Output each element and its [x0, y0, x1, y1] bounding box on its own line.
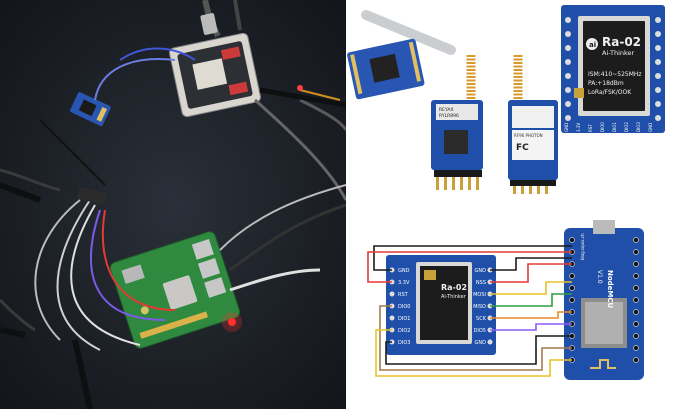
- wiring-pin-r6: GND: [475, 340, 487, 346]
- wiring-pin-r3: MISO: [473, 304, 486, 310]
- wiring-pin-r2: MOSI: [473, 292, 486, 298]
- ra02-pin-l0: GND: [564, 123, 569, 132]
- ra02-pin-l3: DIO0: [600, 122, 605, 132]
- ra02-spec-1: ISM:410~525MHz: [588, 71, 642, 78]
- ra02-pin-l5: DIO2: [624, 122, 629, 132]
- hardware-photo-drawing: [0, 0, 346, 409]
- mcu-site: blog.squix.ch: [580, 233, 585, 260]
- module-b: RF96 PHOTON FC: [508, 55, 558, 194]
- ra02-pin-l4: DIO1: [612, 122, 617, 132]
- wiring-ra02-brand: Ai-Thinker: [441, 294, 467, 300]
- ra02-spec-3: LoRa/FSK/OOK: [588, 89, 632, 96]
- ra02-brand: Ai-Thinker: [602, 49, 635, 57]
- module-a-label2: RYLR896: [439, 113, 459, 119]
- wiring-pin-l5: DIO2: [398, 328, 410, 334]
- mcu-name: NodeMCU: [606, 270, 614, 309]
- module-small-tilted: [347, 38, 425, 100]
- wiring-ra02-title: Ra-02: [441, 283, 467, 292]
- module-panel-drawing: REYAX RYLR896 RF96 PHOTON FC: [347, 5, 665, 380]
- ra02-title: Ra-02: [602, 35, 641, 49]
- board-b: [169, 32, 261, 118]
- ra02-logo-icon: ai: [589, 41, 596, 49]
- ra02-pin-l1: 3.3V: [576, 123, 581, 132]
- wiring-pin-l4: DIO1: [398, 316, 410, 322]
- module-panel: REYAX RYLR896 RF96 PHOTON FC: [346, 0, 680, 409]
- wiring-pin-l0: GND: [398, 268, 410, 274]
- module-a: REYAX RYLR896: [431, 55, 483, 190]
- wiring-pin-l2: RST: [398, 292, 409, 298]
- ra02-module: ai Ra-02 Ai-Thinker ISM:410~525MHz PA:+1…: [561, 5, 665, 133]
- wiring-diagram: Ra-02 Ai-Thinker GND 3.3V RST DIO0 DIO1 …: [367, 220, 644, 380]
- spring-antenna: [361, 10, 456, 55]
- ra02-pin-l2: RST: [588, 124, 593, 132]
- module-b-label: RF96 PHOTON: [514, 133, 543, 138]
- ra02-pin-l6: DIO3: [636, 122, 641, 132]
- wiring-pin-r4: SCK: [476, 316, 487, 322]
- wiring-pin-l6: DIO3: [398, 340, 410, 346]
- wiring-pin-r0: GND: [475, 268, 487, 274]
- hardware-photo: [0, 0, 346, 409]
- ra02-pin-l7: GND: [648, 123, 653, 132]
- wiring-pin-r1: NSS: [476, 280, 486, 286]
- wiring-pin-l3: DIO0: [398, 304, 410, 310]
- mcu-version: V1.0: [596, 270, 603, 284]
- module-a-label1: REYAX: [439, 107, 454, 113]
- module-b-fcc: FC: [516, 143, 529, 153]
- wiring-pin-l1: 3.3V: [398, 280, 410, 286]
- board-a: [109, 231, 241, 349]
- small-radio-module: [70, 92, 111, 127]
- ra02-spec-2: PA:+18dBm: [588, 80, 624, 87]
- wiring-pin-r5: DIO5: [474, 328, 486, 334]
